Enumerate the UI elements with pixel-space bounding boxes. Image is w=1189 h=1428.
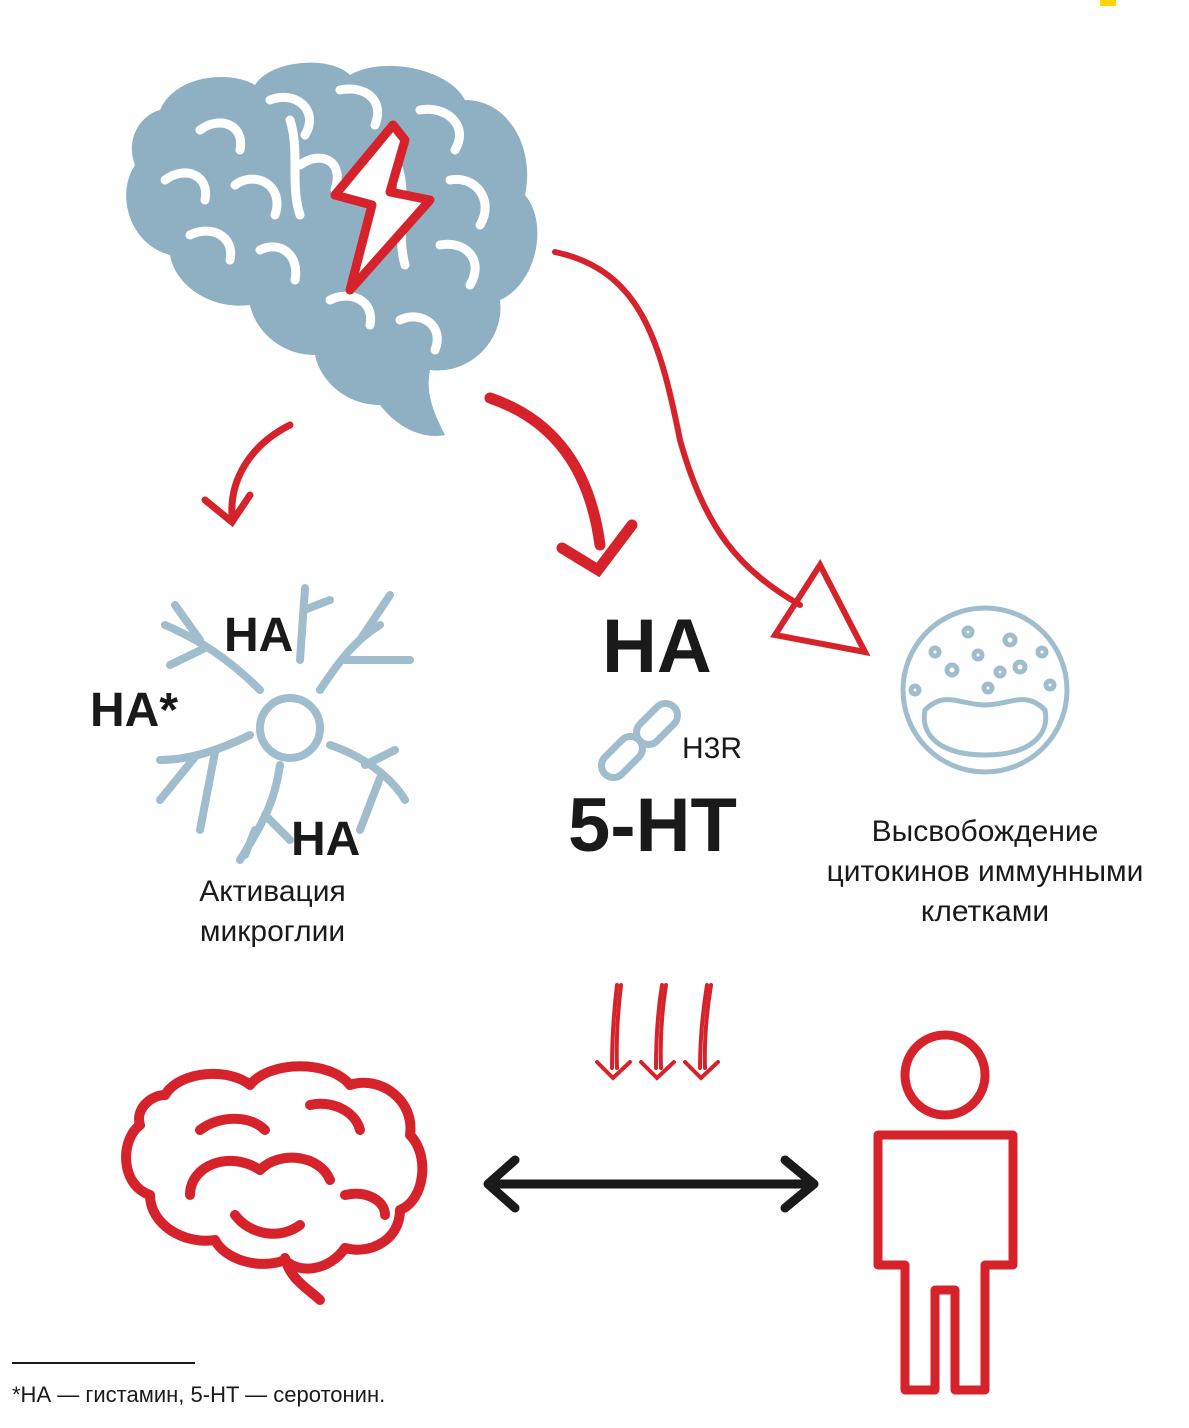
microglia-ha-bottom: НА bbox=[291, 813, 361, 866]
double-arrow-icon bbox=[483, 1155, 819, 1213]
immune-label-line3: клетками bbox=[920, 895, 1050, 928]
brain-icon bbox=[126, 62, 538, 436]
footnote-rule bbox=[12, 1362, 195, 1364]
microglia-ha-top: НА bbox=[224, 609, 294, 662]
microglia-label-line2: микроглии bbox=[199, 915, 346, 948]
immune-cell-icon bbox=[900, 605, 1070, 775]
microglia-label-line1: Активация bbox=[199, 875, 346, 908]
arrow-to-microglia bbox=[201, 421, 294, 528]
triple-down-arrow-icon bbox=[595, 983, 720, 1081]
immune-label: Высвобождение цитокинов иммунными клетка… bbox=[790, 812, 1180, 932]
arrow-to-histamine bbox=[484, 392, 638, 578]
microglia-icon bbox=[156, 584, 414, 864]
immune-label-line1: Высвобождение bbox=[871, 815, 1099, 848]
h3r-label: H3R bbox=[682, 732, 743, 765]
person-icon bbox=[873, 1030, 1018, 1395]
histamine-label: НА bbox=[602, 604, 712, 689]
chain-link-icon bbox=[598, 700, 681, 781]
arrow-to-immune bbox=[552, 249, 871, 657]
lightning-icon bbox=[330, 120, 435, 295]
footnote: *НА — гистамин, 5-HT — серотонин. bbox=[12, 1382, 386, 1407]
microglia-label: Активация микроглии bbox=[150, 872, 395, 952]
corner-accent bbox=[1100, 0, 1116, 6]
serotonin-label: 5-HT bbox=[568, 783, 737, 868]
brain-outline-icon bbox=[121, 1061, 428, 1305]
immune-label-line2: цитокинов иммунными bbox=[826, 855, 1144, 888]
microglia-ha-left: НА* bbox=[90, 684, 179, 737]
